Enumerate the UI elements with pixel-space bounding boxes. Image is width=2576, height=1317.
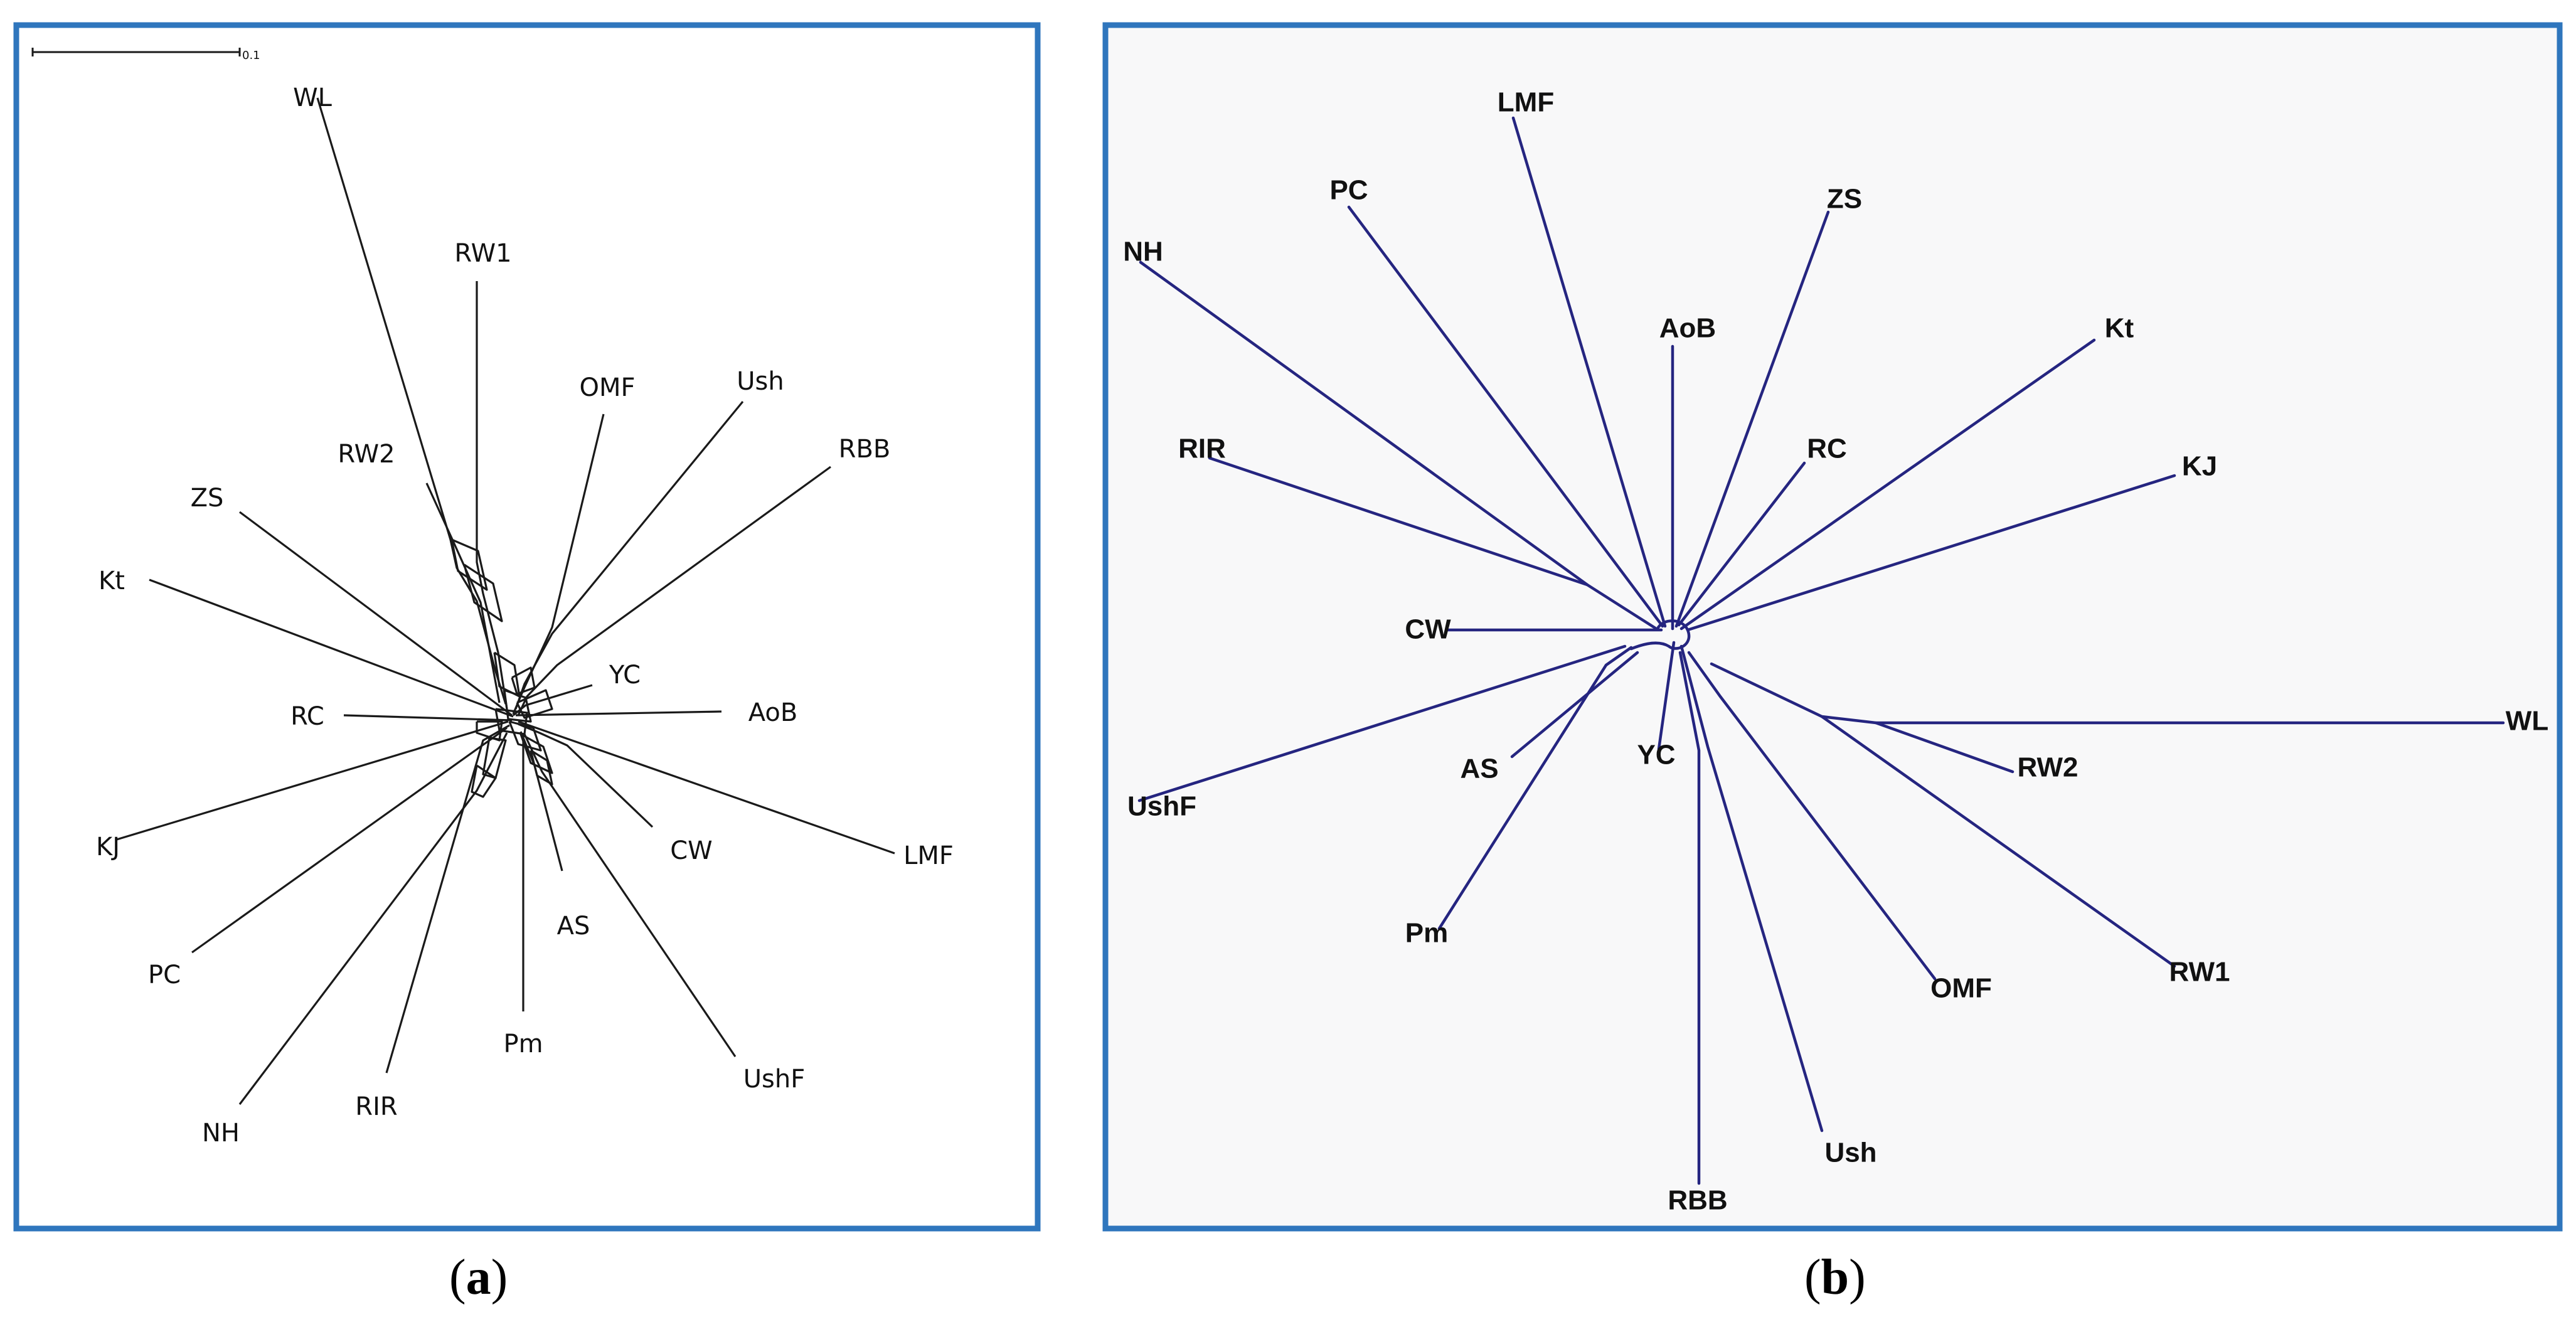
panel-b-edge-ush — [1679, 644, 1824, 1133]
panel-a-edge-cw — [518, 723, 654, 828]
panel-b-edge-kt — [1679, 338, 2096, 631]
panel-a-edge-ush — [514, 400, 744, 710]
panel-a-edge-rw2 — [425, 483, 501, 703]
panel-a-tip-label-pm: Pm — [503, 1030, 543, 1058]
panel-a-tip-label-yc: YC — [609, 661, 641, 690]
panel-a-edge-as — [519, 731, 563, 872]
panel-a-tip-label-rw2: RW2 — [338, 440, 395, 469]
panel-a-edge-nh — [238, 732, 508, 1105]
panel-b-tip-label-pm: Pm — [1405, 918, 1448, 949]
panel-b-edge-yc — [1657, 641, 1676, 751]
panel-a-tip-label-kj: KJ — [96, 833, 120, 861]
panel-a-edge-kj — [116, 720, 509, 841]
panel-a-edge-wl — [316, 97, 507, 705]
panel-b-edge-lmf — [1511, 116, 1667, 628]
scale-bar: 0.1 — [31, 48, 260, 62]
panel-b-edge-zs — [1674, 210, 1830, 628]
panel-a-network — [116, 97, 895, 1105]
panel-b-edge-rbb — [1678, 651, 1701, 1185]
panel-a-edge-aob — [515, 710, 722, 717]
panel-a-edge-lmf — [518, 720, 895, 855]
panel-a-edge-kt — [149, 579, 514, 718]
panel-a-tip-label-nh: NH — [202, 1119, 240, 1148]
panel-a-edge-rc — [343, 714, 513, 722]
panel-a-split-box — [519, 733, 553, 774]
panel-a-tip-label-wl: WL — [293, 83, 333, 112]
panel-b-tip-label-cw: CW — [1405, 614, 1451, 645]
panel-b-edge-omf — [1687, 651, 1937, 981]
panel-b-tip-label-rir: RIR — [1178, 434, 1226, 464]
panel-a-edge-yc — [513, 684, 593, 717]
panel-a-tip-label-omf: OMF — [579, 373, 635, 402]
panel-b-edge-pm — [1437, 646, 1633, 930]
panel-b-edge-rw1 — [1820, 715, 2176, 968]
panel-b-edge-kj — [1686, 474, 2176, 632]
panel-a-tip-label-ush: Ush — [737, 367, 784, 396]
panel-b-tip-label-nh: NH — [1123, 237, 1163, 267]
panel-b-frame — [1102, 22, 2563, 1232]
panel-b-tip-label-rc: RC — [1807, 434, 1847, 464]
panel-b-tip-label-rbb: RBB — [1668, 1185, 1727, 1216]
panel-a-edge-rw1 — [476, 281, 508, 710]
panel-b-tree — [1137, 116, 2505, 1185]
panel-a-tip-label-rir: RIR — [355, 1092, 397, 1121]
panel-b-tip-label-yc: YC — [1637, 740, 1675, 770]
caption-b: (b) — [1804, 1250, 1866, 1305]
panel-a-tip-label-as: AS — [557, 912, 590, 941]
panel-b-tip-label-kt: Kt — [2105, 313, 2134, 344]
panel-b-edge-rir — [1208, 456, 1589, 587]
panel-b-tip-label-as: AS — [1460, 754, 1498, 784]
panel-b-tip-label-lmf: LMF — [1498, 87, 1554, 118]
panel-a-tip-label-lmf: LMF — [903, 841, 954, 870]
panel-a-edge-pc — [191, 727, 508, 954]
scale-bar-label: 0.1 — [242, 49, 260, 62]
panel-a-tip-label-rw1: RW1 — [454, 239, 511, 268]
panel-a-split-box — [508, 720, 542, 752]
panel-a-tip-label-kt: Kt — [98, 567, 125, 595]
panel-b-tip-label-wl: WL — [2506, 706, 2548, 737]
panel-b-tip-label-zs: ZS — [1827, 184, 1862, 215]
panel-b-edge-ushf — [1137, 644, 1627, 802]
panel-a-edge-rbb — [517, 466, 831, 716]
panel-b-tip-label-pc: PC — [1329, 175, 1368, 206]
panel-a-split-box — [516, 689, 553, 719]
panel-b-tip-label-omf: OMF — [1930, 973, 1992, 1004]
panel-b-edge-rc — [1677, 461, 1806, 627]
panel-b-edge-rw2 — [1874, 721, 2014, 774]
panel-b-tip-label-ush: Ush — [1824, 1138, 1876, 1168]
panel-a-frame — [13, 22, 1041, 1232]
panel-b-edge-as — [1510, 651, 1639, 759]
panel-b-tip-label-rw1: RW1 — [2169, 957, 2230, 988]
panel-a-edge-zs — [239, 511, 513, 717]
panel-a-split-box — [471, 764, 497, 798]
panel-b-tip-label-rw2: RW2 — [2018, 752, 2078, 783]
caption-a: (a) — [449, 1250, 508, 1305]
panel-a-tip-label-pc: PC — [148, 961, 181, 989]
panel-a-edge-ushf — [523, 733, 737, 1057]
panel-a-tip-label-aob: AoB — [748, 698, 798, 727]
panel-a-tip-label-ushf: UshF — [743, 1065, 805, 1094]
panel-a-tip-label-cw: CW — [670, 836, 712, 865]
panel-b-tip-label-aob: AoB — [1659, 313, 1716, 344]
panel-a-edge-rir — [385, 724, 510, 1074]
panel-b-edge-wl — [1710, 662, 2505, 725]
panel-a-tip-label-rc: RC — [290, 702, 324, 731]
panel-a-tip-label-rbb: RBB — [839, 435, 891, 464]
panel-b-tip-label-ushf: UshF — [1127, 791, 1196, 822]
panel-b-edge-pc — [1347, 205, 1664, 628]
panel-b-tip-label-kj: KJ — [2182, 451, 2217, 482]
panel-a-tip-label-zs: ZS — [191, 484, 224, 513]
